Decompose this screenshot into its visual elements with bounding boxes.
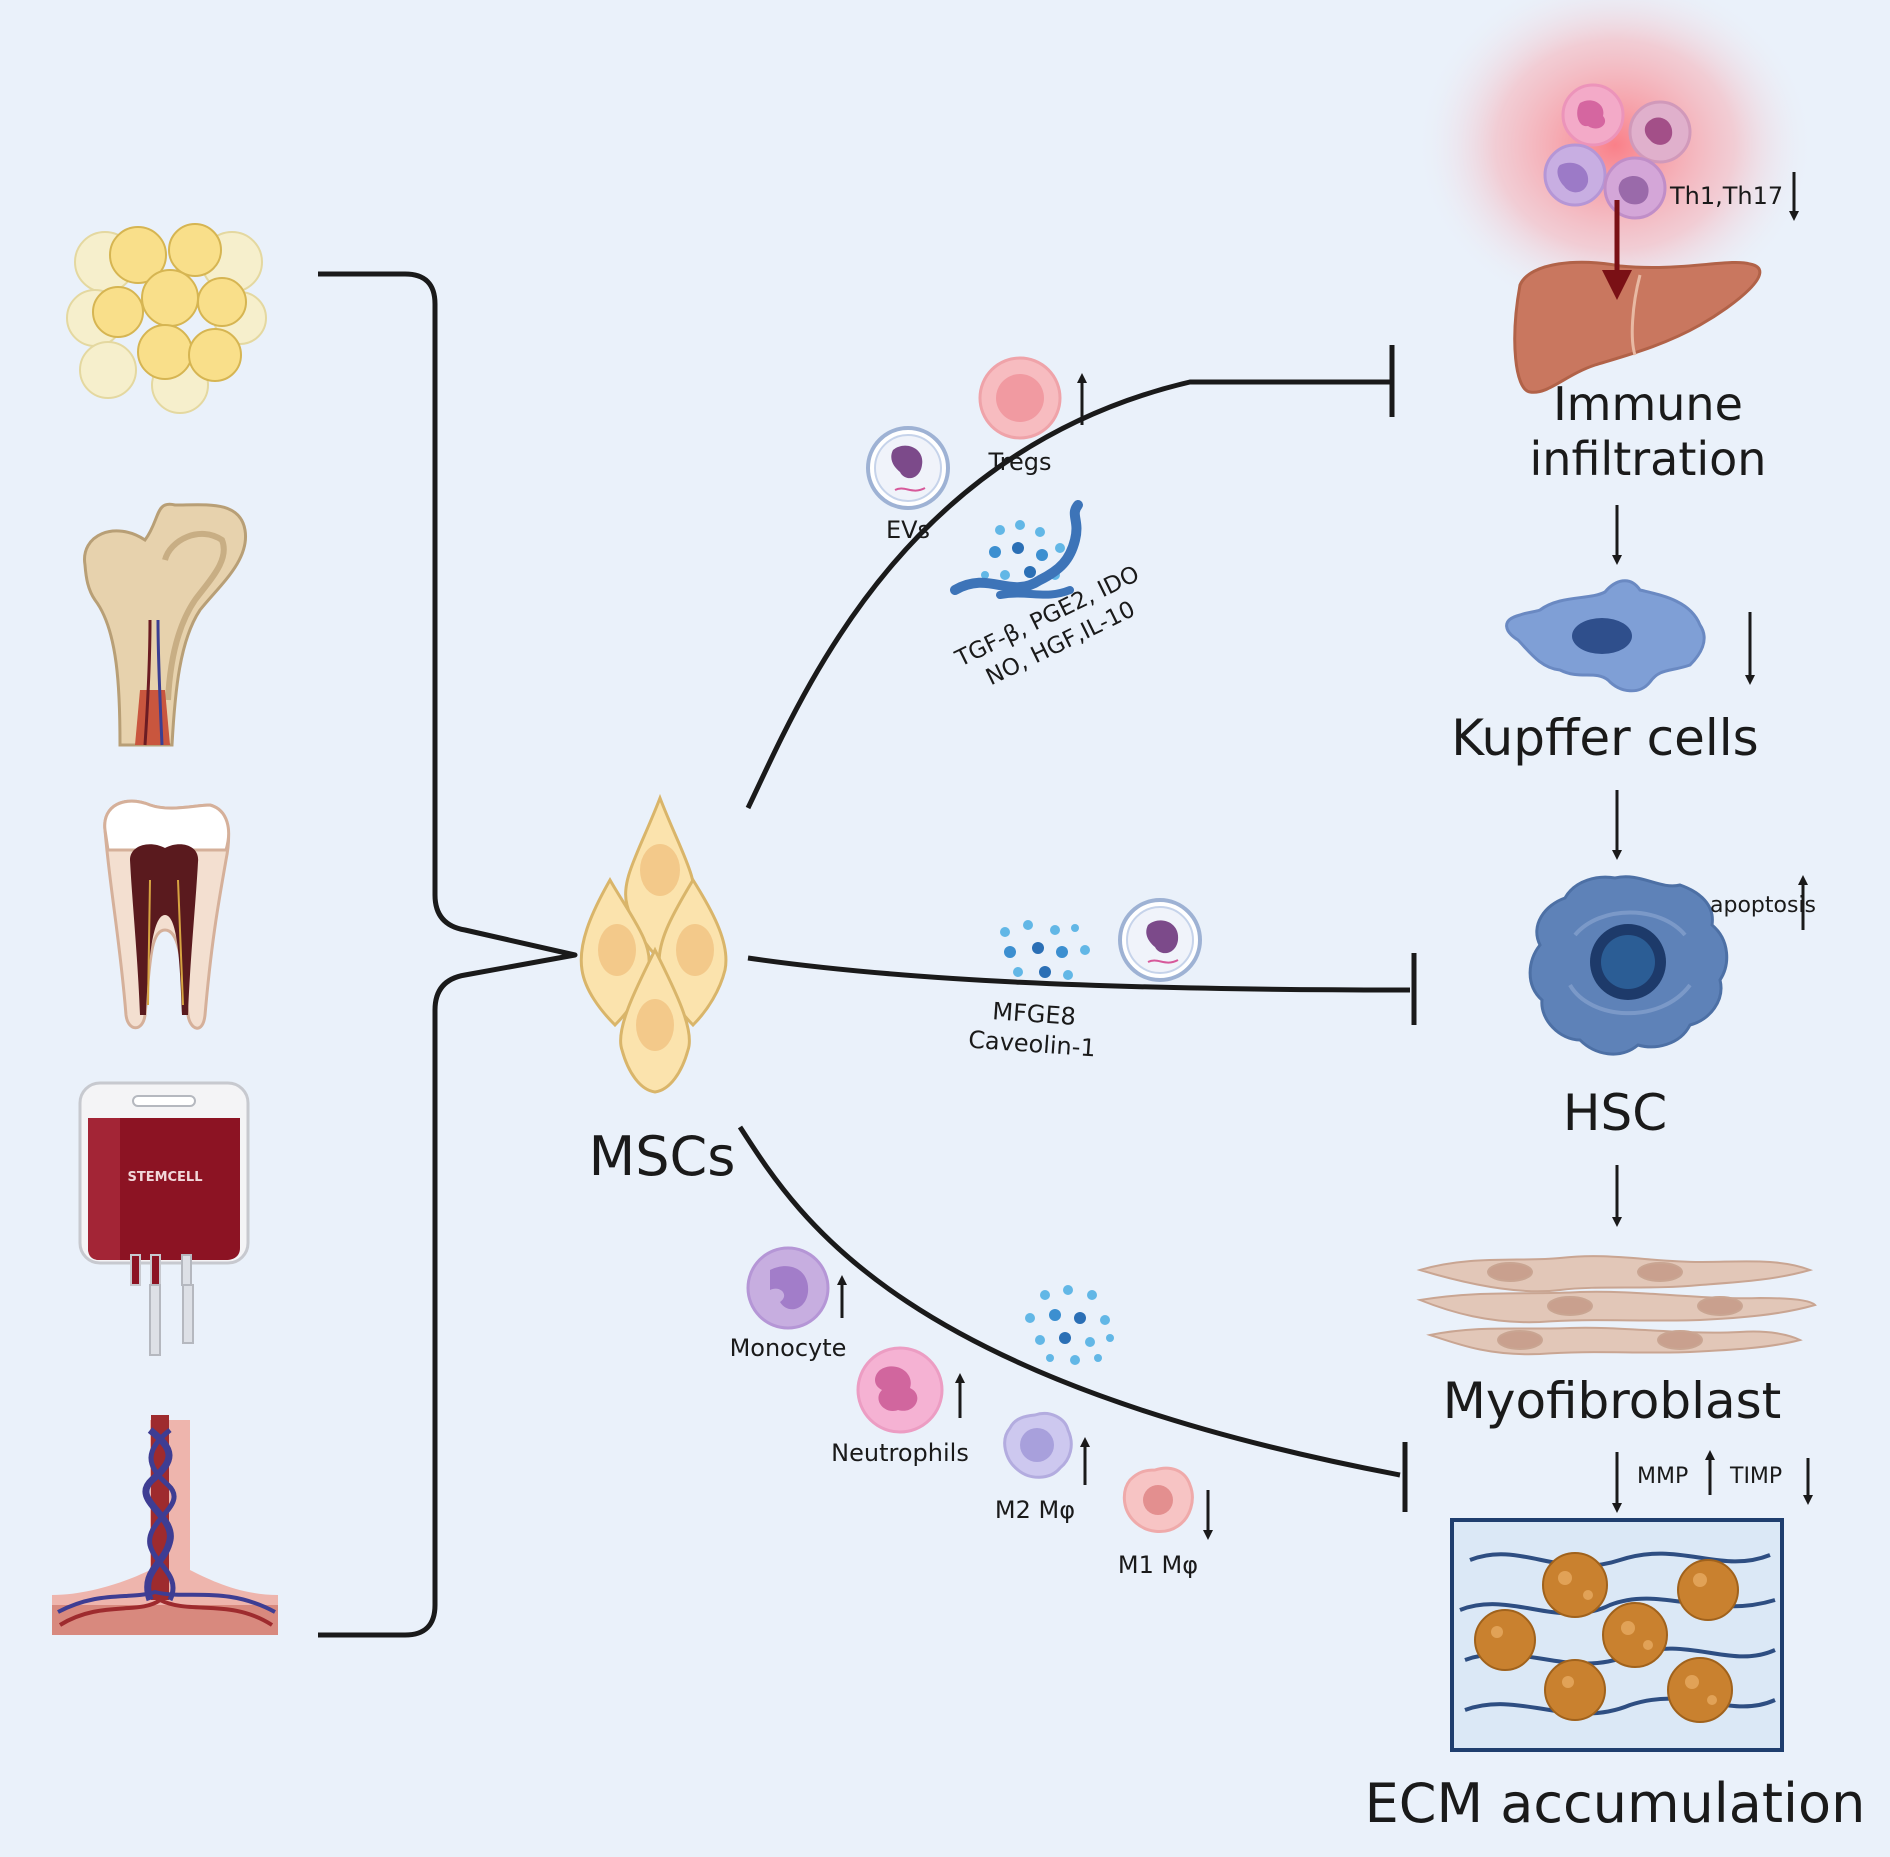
middle-inhibition-line xyxy=(747,955,1411,993)
ecm-accumulation-icon xyxy=(1450,1518,1784,1752)
cytokine-dots-icon-middle xyxy=(1000,920,1090,980)
middle-text-group: MFGE8 Caveolin-1 xyxy=(967,997,1096,1063)
adipose-tissue-icon xyxy=(66,223,267,414)
timp-label: TIMP xyxy=(1729,1464,1782,1489)
msc-cluster-icon xyxy=(579,793,728,1094)
m1-macrophage-icon xyxy=(1122,1466,1194,1533)
inflammation-glow xyxy=(1415,0,1815,320)
extracellular-matrix-fiber-icon xyxy=(950,500,1083,595)
ecm-label: ECM accumulation xyxy=(1365,1772,1866,1835)
m2-macrophage-icon xyxy=(1003,1412,1073,1479)
upper-inhibition-line xyxy=(745,379,1390,810)
ev-icon xyxy=(866,426,950,510)
monocyte-icon xyxy=(746,1246,830,1330)
monocyte-label: Monocyte xyxy=(730,1334,847,1362)
tooth-icon xyxy=(103,799,231,1030)
myofibroblast-label: Myofibroblast xyxy=(1443,1372,1782,1430)
ev-icon-middle xyxy=(1118,898,1202,982)
treg-cell-icon xyxy=(978,356,1062,440)
immune-infiltration-line-1: Immune xyxy=(1553,377,1743,431)
bone-marrow-icon xyxy=(83,502,248,747)
mmp-label: MMP xyxy=(1637,1464,1688,1489)
kupffer-label: Kupffer cells xyxy=(1451,709,1758,767)
msc-label: MSCs xyxy=(589,1125,736,1188)
kupffer-cell-icon xyxy=(1505,579,1706,693)
immune-cells-icon xyxy=(1543,83,1692,220)
fiber-branch xyxy=(996,586,1074,599)
m1-label: M1 Mφ xyxy=(1118,1551,1198,1579)
lower-inhibition-line xyxy=(737,1125,1401,1478)
mfge8-label: MFGE8 xyxy=(991,997,1076,1031)
liver-icon xyxy=(1513,260,1762,394)
hsc-label: HSC xyxy=(1563,1084,1667,1142)
blood-bag-label: STEMCELL xyxy=(127,1170,202,1185)
ev-label: EVs xyxy=(886,516,930,544)
apoptosis-label: apoptosis xyxy=(1710,893,1816,918)
hsc-cell-icon xyxy=(1528,875,1729,1056)
tregs-label: Tregs xyxy=(988,448,1052,476)
immune-infiltration-line-2: infiltration xyxy=(1530,432,1767,486)
th-label: Th1,Th17 xyxy=(1669,182,1783,210)
source-bracket xyxy=(318,271,578,1638)
neutrophils-label: Neutrophils xyxy=(831,1439,969,1467)
blood-bag-icon: STEMCELL xyxy=(78,1081,250,1356)
cytokine-dots-icon-lower xyxy=(1025,1285,1114,1365)
myofibroblast-icon xyxy=(1416,1255,1817,1356)
neutrophil-icon xyxy=(856,1346,944,1434)
caveolin-label: Caveolin-1 xyxy=(967,1026,1096,1063)
umbilical-cord-icon xyxy=(52,1415,278,1635)
m2-label: M2 Mφ xyxy=(995,1496,1075,1524)
